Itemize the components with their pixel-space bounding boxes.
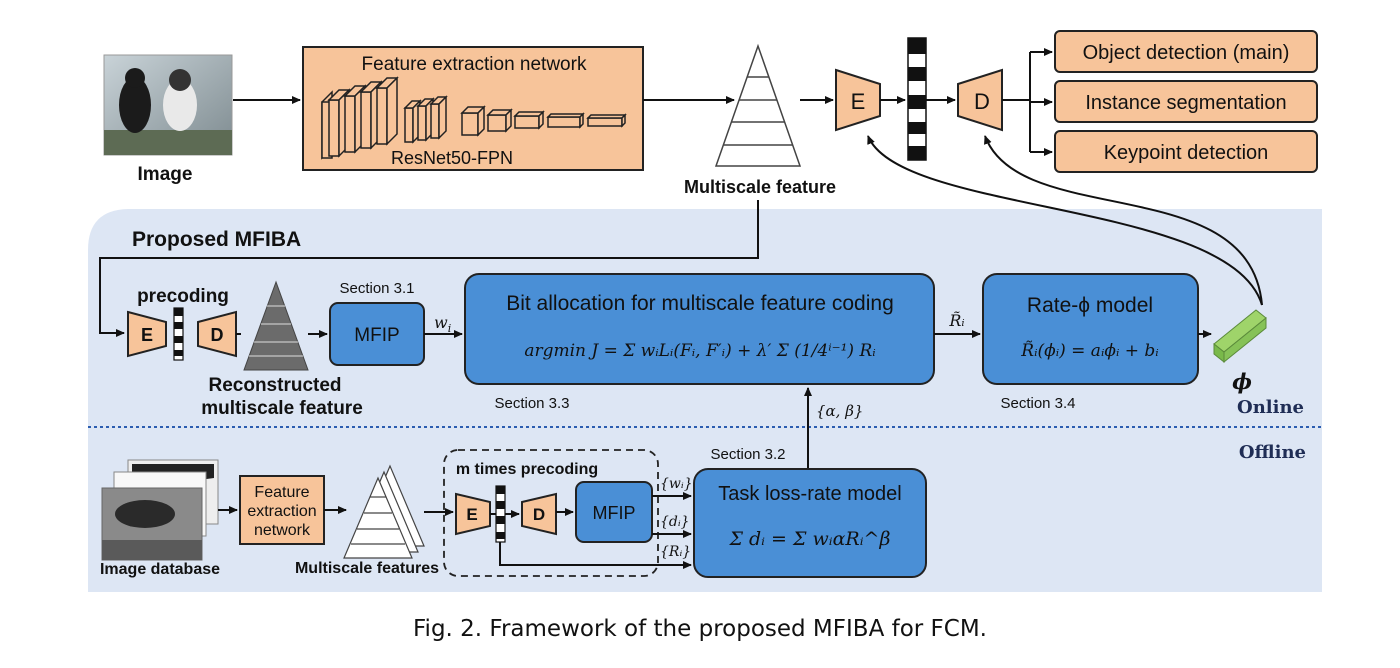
bit-allocation-title: Bit allocation for multiscale feature co…	[506, 292, 894, 315]
online-encoder-block	[127, 310, 167, 358]
fen-subtitle: ResNet50-FPN	[391, 148, 513, 168]
reconstructed-feature-pyramid	[243, 280, 309, 371]
input-image-thumbnail	[103, 54, 233, 156]
task-loss-rate-formula: Σ dᵢ = Σ wᵢαRᵢ^β	[729, 528, 891, 550]
top-bitstream-icon	[907, 37, 927, 161]
task-label-object-detection: Object detection (main)	[1083, 42, 1290, 64]
fen-title: Feature extraction network	[362, 54, 587, 75]
top-decoder-label: D	[974, 89, 990, 114]
multiscale-feature-pyramid	[714, 43, 802, 167]
multiscale-feature-label: Multiscale feature	[684, 177, 836, 197]
offline-fen-line1: Feature	[254, 484, 309, 501]
multiscale-features-label: Multiscale features	[295, 560, 439, 577]
online-decoder-block	[197, 310, 237, 358]
r-set-label: {Rᵢ}	[660, 544, 691, 560]
online-label: Online	[1237, 397, 1304, 418]
online-decoder-label: D	[211, 325, 224, 345]
offline-fen-line3: network	[254, 522, 311, 539]
resnet-layers-icon	[321, 76, 627, 160]
phi-parameter-block	[1213, 309, 1267, 364]
offline-encoder-label: E	[466, 505, 477, 524]
recon-label-line1: Reconstructed	[208, 375, 341, 396]
offline-mfip-label: MFIP	[593, 503, 636, 523]
rate-phi-title: Rate-ϕ model	[1027, 294, 1153, 317]
online-encoder-label: E	[141, 325, 153, 345]
online-flow-arrows	[236, 330, 1212, 469]
offline-mfip-box	[575, 481, 653, 543]
m-times-precoding-label: m times precoding	[456, 461, 598, 478]
bit-allocation-formula: argmin J = Σ wᵢLᵢ(Fᵢ, F′ᵢ) + λ′ Σ (1/4ⁱ⁻…	[524, 341, 875, 361]
online-bitstream-icon	[173, 307, 184, 361]
section-3-3-label: Section 3.3	[494, 395, 569, 412]
image-label: Image	[138, 164, 193, 185]
m-times-precoding-group	[443, 449, 659, 577]
task-box-keypoint-detection	[1054, 130, 1318, 173]
top-flow-arrows	[99, 48, 1263, 337]
top-encoder-label: E	[851, 89, 866, 114]
offline-decoder-block	[521, 492, 557, 536]
multiscale-features-stack	[343, 464, 425, 559]
rate-phi-box	[982, 273, 1199, 385]
panel-title: Proposed MFIBA	[132, 228, 301, 251]
image-database-label: Image database	[100, 561, 220, 578]
task-box-object-detection	[1054, 30, 1318, 73]
offline-fen-line2: extraction	[247, 503, 316, 520]
offline-decoder-label: D	[533, 505, 545, 524]
section-3-4-label: Section 3.4	[1000, 395, 1075, 412]
r-tilde-label: R̃ᵢ	[948, 311, 964, 330]
online-mfip-label: MFIP	[354, 325, 399, 346]
w-symbol: w	[434, 313, 448, 332]
section-3-1-label: Section 3.1	[339, 280, 414, 297]
offline-encoder-block	[455, 492, 491, 536]
w-set-label: {wᵢ}	[660, 476, 693, 492]
bit-allocation-box	[464, 273, 935, 385]
task-label-keypoint-detection: Keypoint detection	[1104, 142, 1269, 164]
top-decoder-block	[957, 68, 1003, 132]
alpha-beta-label: {α, β}	[816, 402, 863, 420]
offline-feature-extraction-box	[239, 475, 325, 545]
figure-caption: Fig. 2. Framework of the proposed MFIBA …	[413, 616, 987, 642]
task-loss-rate-box	[693, 468, 927, 578]
task-loss-rate-title: Task loss-rate model	[718, 483, 901, 505]
offline-label: Offline	[1239, 442, 1306, 463]
section-3-2-label: Section 3.2	[710, 446, 785, 463]
w-arrow-label: wi	[434, 313, 451, 335]
task-box-instance-segmentation	[1054, 80, 1318, 123]
d-set-label: {dᵢ}	[660, 514, 690, 530]
precoding-label: precoding	[137, 286, 229, 307]
recon-label-line2: multiscale feature	[201, 398, 363, 419]
w-subscript: i	[448, 322, 452, 335]
offline-flow-arrows	[218, 492, 692, 569]
image-database-stack	[101, 459, 219, 561]
rate-phi-formula: R̃ᵢ(ϕᵢ) = aᵢϕᵢ + bᵢ	[1020, 341, 1158, 361]
phi-symbol: ϕ	[1232, 369, 1252, 394]
task-label-instance-segmentation: Instance segmentation	[1085, 92, 1286, 114]
top-encoder-block	[835, 68, 881, 132]
offline-bitstream-icon	[495, 485, 506, 543]
